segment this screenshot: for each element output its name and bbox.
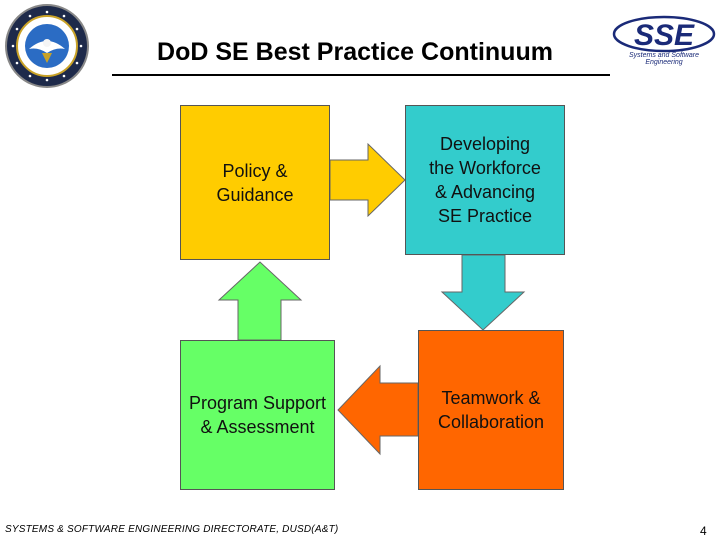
program-support-box: Program Support & Assessment (180, 340, 335, 490)
workforce-practice-box: Developing the Workforce & Advancing SE … (405, 105, 565, 255)
sse-logo: SSE Systems and Software Engineering (612, 14, 716, 66)
sse-logo-tagline: Systems and Software Engineering (628, 52, 700, 66)
footer-directorate: SYSTEMS & SOFTWARE ENGINEERING DIRECTORA… (5, 524, 339, 535)
arrow-down (440, 254, 526, 331)
dod-seal-icon (5, 4, 89, 88)
policy-guidance-box: Policy & Guidance (180, 105, 330, 260)
page-number: 4 (700, 524, 707, 538)
arrow-up (217, 261, 303, 341)
title-divider (112, 74, 610, 76)
arrow-left (337, 364, 419, 456)
sse-logo-mark: SSE (612, 15, 716, 53)
arrow-right (329, 142, 406, 218)
teamwork-collaboration-box: Teamwork & Collaboration (418, 330, 564, 490)
sse-logo-text: SSE (634, 19, 695, 52)
page-title: DoD SE Best Practice Continuum (157, 38, 553, 66)
